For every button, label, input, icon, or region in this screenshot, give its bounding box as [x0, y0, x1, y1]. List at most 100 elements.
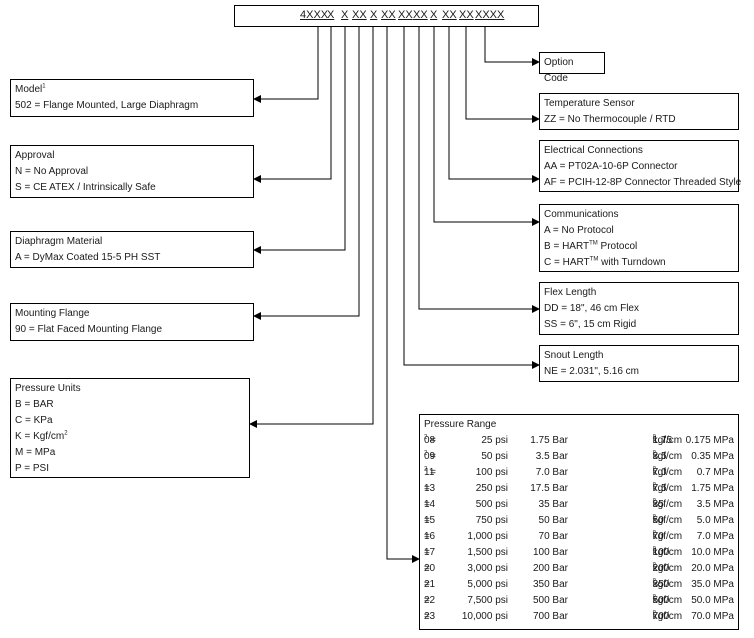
diaphragm-title: Diaphragm Material: [15, 236, 103, 247]
range-code: 22 =: [424, 595, 436, 606]
approval-option: N = No Approval: [15, 166, 89, 177]
line-units: [249, 27, 374, 428]
line-pressure: [386, 27, 420, 563]
electrical-box: Electrical Connections AA = PT02A-10-6P …: [539, 140, 741, 192]
flange-title: Mounting Flange: [15, 308, 90, 319]
approval-box: Approval N = No Approval S = CE ATEX / I…: [10, 145, 254, 198]
range-psi: 3,000 psi: [467, 563, 508, 574]
range-psi: 100 psi: [475, 467, 508, 478]
range-code: 16 =: [424, 531, 436, 542]
line-snout: [403, 27, 540, 369]
communications-option: A = No Protocol: [544, 225, 614, 236]
pressure-units-box: Pressure Units B = BAR C = KPa K = Kgf/c…: [10, 378, 250, 478]
flex-title: Flex Length: [544, 287, 597, 298]
code-seg-approval: X: [327, 9, 335, 21]
option-code-box: Option Code: [539, 52, 605, 84]
code-seg-snout: XX: [398, 9, 413, 21]
approval-option: S = CE ATEX / Intrinsically Safe: [15, 182, 156, 193]
range-psi: 1,000 psi: [467, 531, 508, 542]
range-psi: 25 psi: [481, 435, 508, 446]
units-option: B = BAR: [15, 399, 54, 410]
communications-title: Communications: [544, 209, 619, 220]
range-psi: 750 psi: [475, 515, 508, 526]
range-mpa: 3.5 MPa: [696, 499, 734, 510]
range-bar: 100 Bar: [532, 547, 568, 558]
range-bar: 35 Bar: [538, 499, 568, 510]
range-mpa: 5.0 MPa: [696, 515, 734, 526]
line-option: [484, 27, 540, 66]
temperature-title: Temperature Sensor: [544, 98, 635, 109]
electrical-option: AA = PT02A-10-6P Connector: [544, 161, 678, 172]
code-seg-comms: X: [430, 9, 438, 21]
range-bar: 7.0 Bar: [535, 467, 568, 478]
code-seg-flex: XX: [413, 9, 428, 21]
range-mpa: 0.7 MPa: [696, 467, 734, 478]
diaphragm-option: A = DyMax Coated 15-5 PH SST: [15, 252, 161, 263]
flex-option: SS = 6", 15 cm Rigid: [544, 319, 637, 330]
communications-box: Communications A = No Protocol B = HARTT…: [539, 204, 739, 272]
code-seg-diaphragm: X: [341, 9, 349, 21]
range-mpa: 1.75 MPa: [691, 483, 734, 494]
flange-option: 90 = Flat Faced Mounting Flange: [15, 324, 163, 335]
model-code-box: 4XXX X X XX X XX XX XX X XX XX XXXX: [234, 5, 539, 27]
line-temp: [465, 27, 540, 123]
line-flange: [253, 27, 360, 320]
range-mpa: 7.0 MPa: [696, 531, 734, 542]
range-code: 14 =: [424, 499, 436, 510]
line-diaphragm: [253, 27, 346, 254]
pressure-range-title: Pressure Range: [424, 419, 497, 430]
range-code: 17 =: [424, 547, 436, 558]
communications-option: C = HARTTM with Turndown: [544, 256, 666, 268]
flex-option: DD = 18", 46 cm Flex: [544, 303, 639, 314]
range-mpa: 0.35 MPa: [691, 451, 734, 462]
range-psi: 7,500 psi: [467, 595, 508, 606]
range-mpa: 35.0 MPa: [691, 579, 734, 590]
range-bar: 70 Bar: [538, 531, 568, 542]
flange-box: Mounting Flange 90 = Flat Faced Mounting…: [10, 303, 254, 341]
units-option: C = KPa: [15, 415, 53, 426]
model-option: 502 = Flange Mounted, Large Diaphragm: [15, 100, 199, 111]
range-bar: 3.5 Bar: [535, 451, 568, 462]
range-mpa: 20.0 MPa: [691, 563, 734, 574]
range-bar: 200 Bar: [532, 563, 568, 574]
line-model: [253, 27, 319, 103]
line-flex: [418, 27, 540, 313]
units-option: P = PSI: [15, 463, 50, 474]
line-approval: [253, 27, 332, 183]
code-seg-electrical: XX: [442, 9, 457, 21]
code-seg-pressure: XX: [381, 9, 396, 21]
range-bar: 700 Bar: [532, 611, 568, 622]
units-option: M = MPa: [15, 447, 56, 458]
snout-title: Snout Length: [544, 350, 604, 361]
range-bar: 1.75 Bar: [530, 435, 568, 446]
model-box: Model1 502 = Flange Mounted, Large Diaph…: [10, 79, 254, 117]
range-psi: 250 psi: [475, 483, 508, 494]
units-title: Pressure Units: [15, 383, 81, 394]
electrical-title: Electrical Connections: [544, 145, 643, 156]
snout-length-box: Snout Length NE = 2.031", 5.16 cm: [539, 345, 739, 382]
